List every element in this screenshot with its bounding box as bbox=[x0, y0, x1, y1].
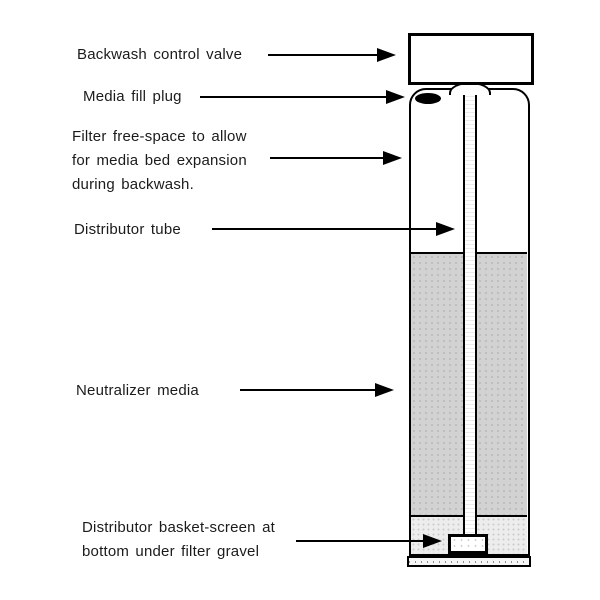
label-basket-screen: Distributor basket-screen at bottom unde… bbox=[82, 516, 275, 564]
arrowhead-icon bbox=[436, 222, 455, 236]
arrow-shaft bbox=[212, 228, 439, 230]
arrowhead-icon bbox=[383, 151, 402, 165]
label-filter-free-space: Filter free-space to allow for media bed… bbox=[72, 125, 247, 197]
arrowhead-icon bbox=[375, 383, 394, 397]
arrow-backwash-control-valve bbox=[268, 48, 396, 62]
label-neutralizer-media: Neutralizer media bbox=[76, 382, 199, 399]
media-fill-plug-ellipse bbox=[415, 93, 441, 104]
arrowhead-icon bbox=[386, 90, 405, 104]
arrow-distributor-tube bbox=[212, 222, 455, 236]
label-filter-free-space-line1: Filter free-space to allow bbox=[72, 128, 247, 145]
label-media-fill-plug: Media fill plug bbox=[83, 88, 182, 105]
label-backwash-control-valve: Backwash control valve bbox=[77, 46, 243, 63]
label-filter-free-space-line3: during backwash. bbox=[72, 176, 194, 193]
arrow-shaft bbox=[270, 157, 386, 159]
tank-base-plate bbox=[407, 556, 531, 567]
label-basket-screen-line1: Distributor basket-screen at bbox=[82, 519, 276, 536]
arrow-shaft bbox=[296, 540, 426, 542]
arrow-shaft bbox=[200, 96, 389, 98]
distributor-basket-screen bbox=[448, 534, 488, 554]
label-filter-free-space-line2: for media bed expansion bbox=[72, 152, 247, 169]
label-distributor-tube: Distributor tube bbox=[74, 221, 181, 238]
label-basket-screen-line2: bottom under filter gravel bbox=[82, 543, 260, 560]
arrow-media-fill-plug bbox=[200, 90, 405, 104]
distributor-tube bbox=[463, 84, 477, 540]
arrow-filter-free-space bbox=[270, 151, 402, 165]
arrowhead-icon bbox=[377, 48, 396, 62]
arrow-shaft bbox=[268, 54, 380, 56]
arrow-shaft bbox=[240, 389, 378, 391]
arrowhead-icon bbox=[423, 534, 442, 548]
arrow-neutralizer-media bbox=[240, 383, 394, 397]
arrow-basket-screen bbox=[296, 534, 442, 548]
backwash-control-valve-box bbox=[408, 33, 534, 85]
